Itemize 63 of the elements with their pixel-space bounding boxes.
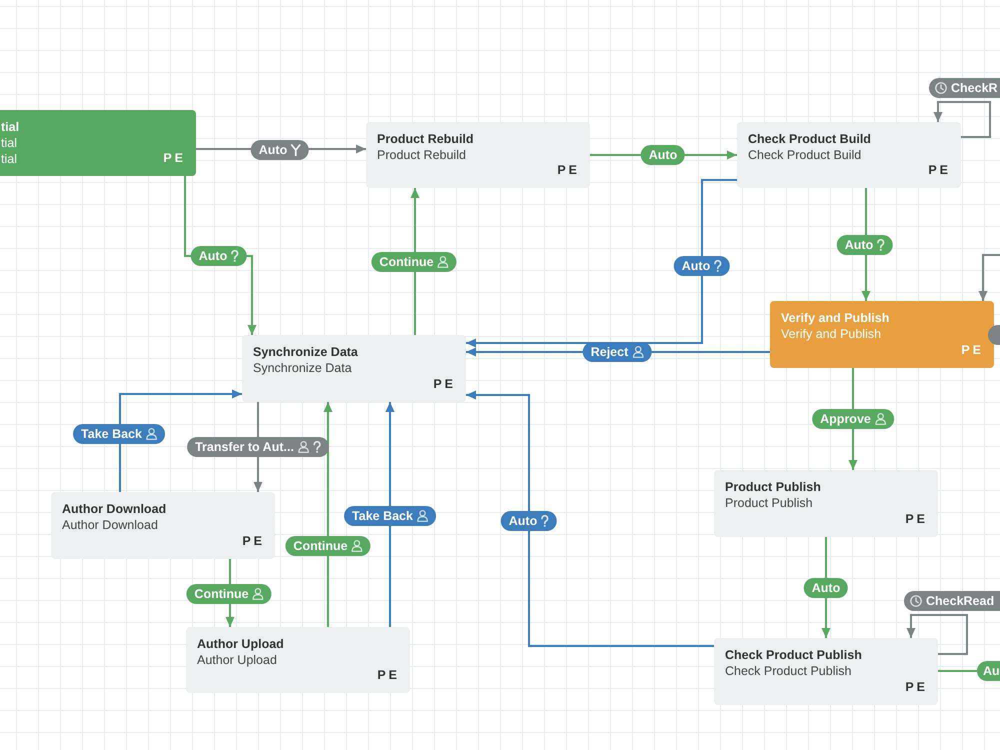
arrow <box>978 254 1000 301</box>
node-title: Verify and Publish <box>781 310 890 326</box>
process-box <box>714 470 938 537</box>
arrow <box>386 402 394 627</box>
process-box <box>737 122 961 188</box>
edge-label: Auto <box>682 259 710 273</box>
edge-label: Auto <box>648 148 678 162</box>
node-title: tial <box>1 119 20 135</box>
edge-label: Continue <box>293 539 348 553</box>
node-subtitle: Author Upload <box>197 652 277 668</box>
edge-label: Continue <box>194 587 249 601</box>
node-subtitle: Check Product Publish <box>725 663 852 679</box>
edge-label: CheckRead <box>926 594 994 608</box>
node-code: PE <box>377 668 400 682</box>
node-code: PE <box>961 343 984 357</box>
node-code: PE <box>242 534 265 548</box>
node-title: Author Download <box>62 501 166 517</box>
arrow <box>466 390 714 647</box>
arrow <box>119 390 242 492</box>
edge-label: Take Back <box>352 509 413 523</box>
node-subtitle: Product Publish <box>725 495 813 511</box>
node-subtitle: Author Download <box>62 517 158 533</box>
node-code: PE <box>557 163 580 177</box>
process-box <box>242 335 466 402</box>
arrow <box>410 188 420 335</box>
node-title: Product Publish <box>725 479 821 495</box>
node-code: PE <box>433 377 456 391</box>
node-code: PE <box>163 151 186 165</box>
arrow <box>324 402 332 627</box>
edge-label: Au <box>983 664 1000 678</box>
node-code: PE <box>928 163 951 177</box>
node-subtitle: Product Rebuild <box>377 147 466 163</box>
process-box <box>366 122 590 188</box>
node-subtitle: Verify and Publish <box>781 326 882 342</box>
node-code: PE <box>905 512 928 526</box>
node-title: Author Upload <box>197 636 284 652</box>
node-subtitle: tial <box>1 151 17 167</box>
process-box <box>186 627 410 693</box>
edge-label: Auto <box>844 238 874 252</box>
process-box <box>0 110 196 176</box>
arrow <box>906 614 968 655</box>
edge-label: Continue <box>379 255 434 269</box>
edge-label: CheckR <box>951 81 998 95</box>
node-code: PE <box>905 680 928 694</box>
edge-label: Reject <box>590 345 628 359</box>
arrow <box>934 101 991 138</box>
process-box <box>714 638 938 705</box>
edge-label: Auto <box>812 581 840 595</box>
process-box <box>770 301 994 368</box>
node-title: Check Product Publish <box>725 647 862 663</box>
node-subtitle: tial <box>1 135 17 151</box>
node-subtitle: Synchronize Data <box>253 360 352 376</box>
node-subtitle: Check Product Build <box>748 147 862 163</box>
edge-label: Transfer to Aut... <box>195 440 294 454</box>
edge-label: Auto <box>508 514 538 528</box>
node-title: Product Rebuild <box>377 131 474 147</box>
node-title: Check Product Build <box>748 131 871 147</box>
process-box <box>51 492 275 559</box>
node-title: Synchronize Data <box>253 344 358 360</box>
edge-label: Take Back <box>81 427 142 441</box>
edge-label: Approve <box>820 412 871 426</box>
edge-label: Auto <box>258 143 288 157</box>
edge-label: Auto <box>198 249 228 263</box>
